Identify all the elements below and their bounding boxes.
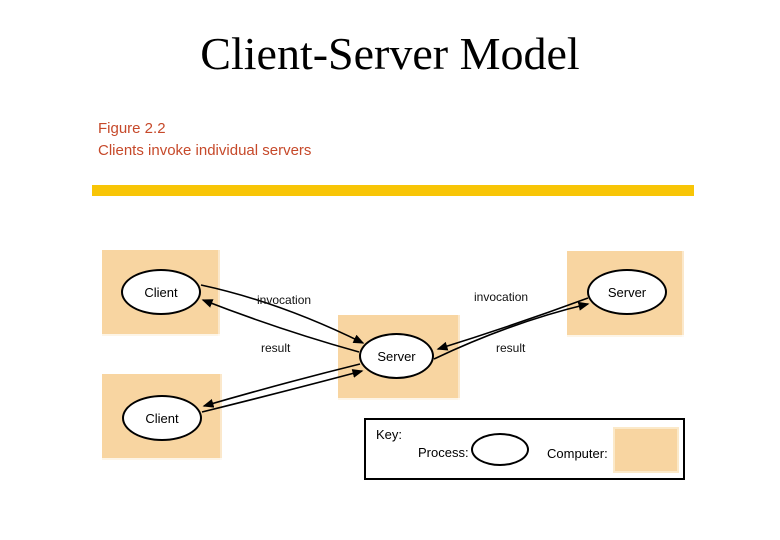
process-label: Server — [607, 284, 647, 300]
legend-box: Key: Process: Computer: — [364, 418, 685, 480]
process-node-client-bottom: Client — [122, 395, 202, 441]
process-sample-icon — [471, 433, 529, 466]
slide-title: Client-Server Model — [200, 28, 580, 79]
process-label: Client — [145, 410, 179, 426]
figure-caption: Clients invoke individual servers — [98, 142, 312, 159]
edge-result-server-clientbottom — [202, 363, 361, 408]
process-label: Server — [377, 348, 416, 364]
accent-bar — [92, 185, 694, 196]
edge-label-invocation-right: invocation — [474, 290, 529, 304]
figure-number: Figure 2.2 — [98, 120, 166, 137]
computer-sample-icon — [613, 427, 679, 473]
legend-title: Key: — [376, 427, 403, 442]
process-node-server-right: Server — [587, 269, 667, 315]
edge-label-invocation-left: invocation — [257, 293, 312, 307]
process-node-client-top: Client — [121, 269, 201, 315]
legend-process-label: Process: — [418, 445, 469, 460]
edge-label-result-left: result — [261, 341, 291, 355]
process-node-server-middle: Server — [359, 333, 434, 379]
edge-label-result-right: result — [496, 341, 526, 355]
process-label: Client — [144, 284, 178, 300]
legend-computer-label: Computer: — [547, 446, 608, 461]
figure-label: Figure 2.2 Clients invoke individual ser… — [98, 118, 311, 162]
